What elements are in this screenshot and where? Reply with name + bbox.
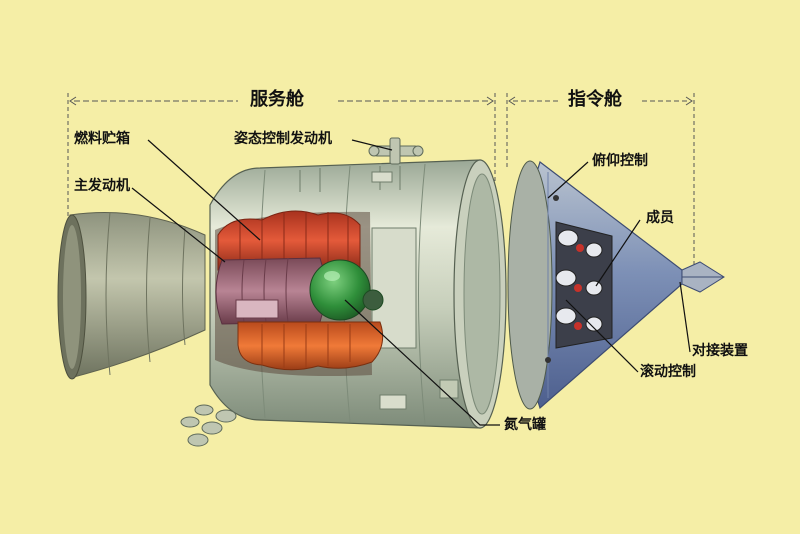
leader-nitrogen xyxy=(344,299,500,426)
nitrogen-tank xyxy=(309,259,384,321)
leader-crew xyxy=(595,219,641,287)
attitude-thruster-quad-top xyxy=(368,137,424,165)
crew-seats xyxy=(555,229,603,332)
attitude-engine-label: 姿态控制发动机 xyxy=(234,131,332,147)
nitrogen-tank-label: 氮气罐 xyxy=(504,417,546,433)
pitch-control-label: 俯仰控制 xyxy=(592,153,648,169)
roll-control-label: 滚动控制 xyxy=(640,364,696,380)
leader-lines xyxy=(131,139,691,426)
leader-fuel-tank xyxy=(147,139,261,241)
crew-label: 成员 xyxy=(646,210,674,226)
service-module-label: 服务舱 xyxy=(250,89,304,110)
main-engine-nozzle xyxy=(57,211,206,380)
fuel-tank-red xyxy=(217,210,361,271)
leader-docking xyxy=(679,281,691,353)
leader-roll xyxy=(565,299,639,373)
main-engine-label: 主发动机 xyxy=(74,178,130,194)
leader-pitch xyxy=(547,161,589,199)
command-module-cone xyxy=(507,160,683,410)
command-module-label: 指令舱 xyxy=(568,89,622,110)
leader-attitude-engine xyxy=(351,139,393,151)
docking-label: 对接装置 xyxy=(692,343,748,359)
attitude-thruster-quad-bottom xyxy=(180,404,237,447)
fuel-tank-label: 燃料贮箱 xyxy=(74,131,130,147)
leader-main-engine xyxy=(131,187,226,263)
fuel-tank-orange xyxy=(237,321,384,371)
docking-probe xyxy=(681,261,725,293)
command-module-dimension-line xyxy=(506,93,695,270)
oxidizer-tank-pink xyxy=(215,257,326,325)
